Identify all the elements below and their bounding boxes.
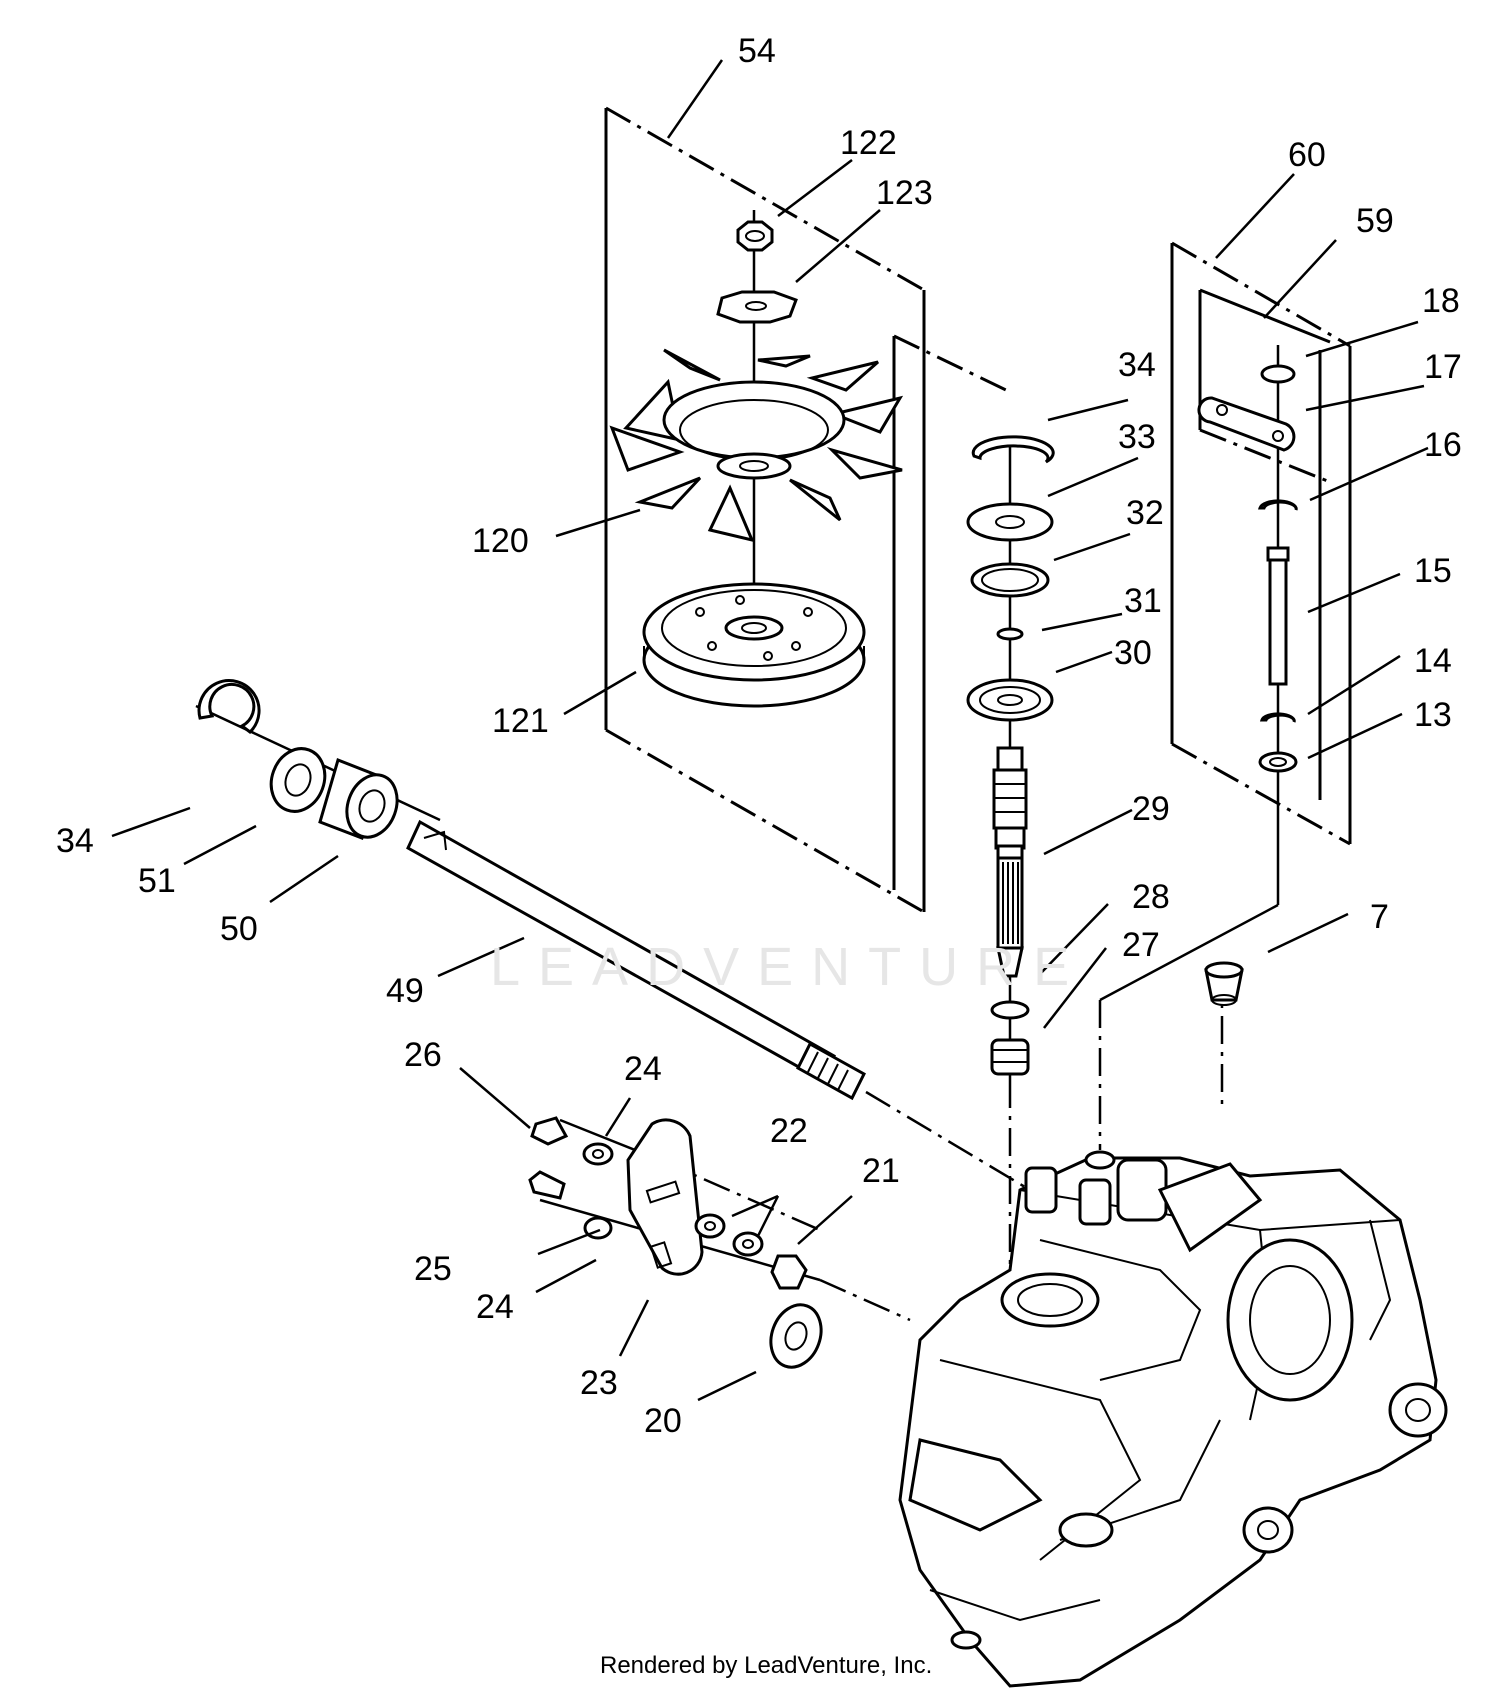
- callout: 24: [476, 1288, 514, 1326]
- group-54-frame: [604, 106, 1007, 914]
- watermark-text: LEADVENTURE: [490, 937, 1088, 997]
- callout: 120: [472, 522, 529, 560]
- output-shaft-stack: [195, 679, 1031, 1192]
- callout: 23: [580, 1364, 618, 1402]
- callout: 26: [404, 1036, 442, 1074]
- callout: 7: [1370, 898, 1389, 936]
- callout: 21: [862, 1152, 900, 1190]
- callout: 122: [840, 124, 897, 162]
- callout: 16: [1424, 426, 1462, 464]
- bushing: [1204, 961, 1244, 1006]
- callout: 32: [1126, 494, 1164, 532]
- callout: 50: [220, 910, 258, 948]
- callout: 14: [1414, 642, 1452, 680]
- control-arm-stack: [1197, 364, 1298, 773]
- callout: 121: [492, 702, 549, 740]
- brake-bracket-stack: [528, 1116, 911, 1369]
- callout: 13: [1414, 696, 1452, 734]
- callout: 59: [1356, 202, 1394, 240]
- callout: 30: [1114, 634, 1152, 672]
- callout: 17: [1424, 348, 1462, 386]
- callout: 15: [1414, 552, 1452, 590]
- render-credit: Rendered by LeadVenture, Inc.: [600, 1652, 933, 1679]
- callout: 27: [1122, 926, 1160, 964]
- callout: 29: [1132, 790, 1170, 828]
- callout: 24: [624, 1050, 662, 1088]
- callout: 28: [1132, 878, 1170, 916]
- callout: 54: [738, 32, 776, 70]
- callout: 60: [1288, 136, 1326, 174]
- transaxle-housing: [898, 1150, 1448, 1688]
- callout: 25: [414, 1250, 452, 1288]
- cooling-fan: [609, 348, 904, 543]
- input-shaft-stack: [966, 435, 1055, 1076]
- callout: 49: [386, 972, 424, 1010]
- callout: 20: [644, 1402, 682, 1440]
- callout: 22: [770, 1112, 808, 1150]
- group-59-frame: [1198, 288, 1331, 800]
- drive-pulley: [642, 582, 866, 708]
- callout: 34: [1118, 346, 1156, 384]
- callout: 18: [1422, 282, 1460, 320]
- pulley-nut: [736, 220, 774, 252]
- callout: 123: [876, 174, 933, 212]
- callout: 34: [56, 822, 94, 860]
- retainer-washer: [716, 290, 798, 324]
- callout: 31: [1124, 582, 1162, 620]
- leader-lines: [111, 59, 1429, 1402]
- callout: 33: [1118, 418, 1156, 456]
- callout-numbers: 54 122 123 60 59 18 17 34 16 33 32 120 1…: [56, 32, 1462, 1440]
- callout: 51: [138, 862, 176, 900]
